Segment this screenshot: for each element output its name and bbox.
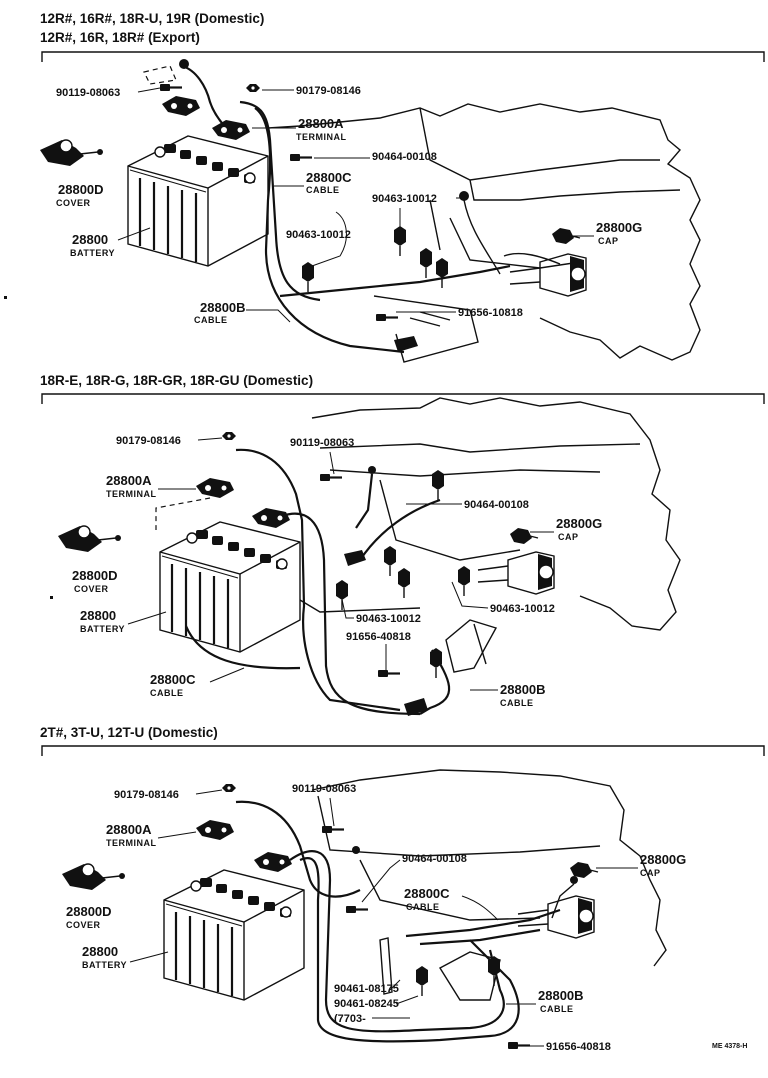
label-cap-s3: CAP xyxy=(640,868,661,878)
battery-cover-1 xyxy=(39,139,104,167)
label-cable-c-s2: CABLE xyxy=(150,688,184,698)
engine-block-2 xyxy=(311,397,681,631)
label-terminal-s2: TERMINAL xyxy=(106,489,157,499)
callout-28800B-s3: 28800B xyxy=(538,988,584,1003)
callout-28800D-s3: 28800D xyxy=(66,904,112,919)
callout-90119-08063: 90119-08063 xyxy=(56,87,120,99)
label-cover-s2: COVER xyxy=(74,584,109,594)
battery-cover-2 xyxy=(57,525,122,553)
section-3-header: 2T#, 3T-U, 12T-U (Domestic) xyxy=(40,725,218,740)
callout-28800B: 28800B xyxy=(200,300,246,315)
label-cable-c-s3: CABLE xyxy=(406,902,440,912)
battery-3 xyxy=(162,868,306,1002)
battery-2 xyxy=(158,520,302,654)
label-cable-b-s2: CABLE xyxy=(500,698,534,708)
callout-90463-10012-s2a: 90463-10012 xyxy=(356,613,421,625)
label-cover: COVER xyxy=(56,198,91,208)
callout-28800-s2: 28800 xyxy=(80,608,116,623)
label-cap: CAP xyxy=(598,236,619,246)
callout-28800D: 28800D xyxy=(58,182,104,197)
callout-7703-range: (7703- xyxy=(334,1013,366,1025)
callout-90461-08175: 90461-08175 xyxy=(334,983,399,995)
callout-91656-40818-s2: 91656-40818 xyxy=(346,631,411,643)
callout-90119-08063-s2: 90119-08063 xyxy=(290,437,354,449)
label-terminal: TERMINAL xyxy=(296,132,347,142)
label-cap-s2: CAP xyxy=(558,532,579,542)
figure-code: ME 4378-H xyxy=(712,1043,747,1050)
callout-28800A: 28800A xyxy=(298,116,344,131)
callout-28800-s3: 28800 xyxy=(82,944,118,959)
callout-90463-10012-b: 90463-10012 xyxy=(286,229,351,241)
callout-28800G-s2: 28800G xyxy=(556,516,602,531)
callout-90464-00108-s3: 90464-00108 xyxy=(402,853,467,865)
label-cover-s3: COVER xyxy=(66,920,101,930)
callout-28800A-s3: 28800A xyxy=(106,822,152,837)
callout-28800B-s2: 28800B xyxy=(500,682,546,697)
callout-91656-40818-s3: 91656-40818 xyxy=(546,1041,611,1053)
section-2-bracket xyxy=(41,393,765,404)
section-1: 12R#, 16R#, 18R-U, 19R (Domestic) 12R#, … xyxy=(39,11,765,363)
callout-28800G: 28800G xyxy=(596,220,642,235)
engine-block-3 xyxy=(311,769,667,967)
battery-1 xyxy=(126,134,270,268)
callout-90179-08146-s2: 90179-08146 xyxy=(116,435,181,447)
section-2-header: 18R-E, 18R-G, 18R-GR, 18R-GU (Domestic) xyxy=(40,373,313,388)
callout-28800: 28800 xyxy=(72,232,108,247)
label-cable-b-s3: CABLE xyxy=(540,1004,574,1014)
callout-90463-10012-a: 90463-10012 xyxy=(372,193,437,205)
callout-90119-08063-s3: 90119-08063 xyxy=(292,783,356,795)
section-1-bracket xyxy=(41,51,765,62)
callout-28800C: 28800C xyxy=(306,170,352,185)
engine-block-1 xyxy=(267,103,701,361)
callout-28800C-s3: 28800C xyxy=(404,886,450,901)
callout-90464-00108-s2: 90464-00108 xyxy=(464,499,529,511)
section-3-bracket xyxy=(41,745,765,756)
callout-28800G-s3: 28800G xyxy=(640,852,686,867)
section-3: 2T#, 3T-U, 12T-U (Domestic) 90179-08146 … xyxy=(40,725,765,1053)
callout-90464-00108: 90464-00108 xyxy=(372,151,437,163)
label-cable-b: CABLE xyxy=(194,315,228,325)
section-1-header-line-1: 12R#, 16R#, 18R-U, 19R (Domestic) xyxy=(40,11,264,26)
section-2: 18R-E, 18R-G, 18R-GR, 18R-GU (Domestic) xyxy=(40,373,765,716)
battery-cover-3 xyxy=(61,863,126,891)
label-terminal-s3: TERMINAL xyxy=(106,838,157,848)
label-battery-s2: BATTERY xyxy=(80,624,125,634)
label-battery-s3: BATTERY xyxy=(82,960,127,970)
callout-28800C-s2: 28800C xyxy=(150,672,196,687)
section-1-header-line-2: 12R#, 16R, 18R# (Export) xyxy=(40,30,200,45)
callout-28800D-s2: 28800D xyxy=(72,568,118,583)
label-battery: BATTERY xyxy=(70,248,115,258)
callout-28800A-s2: 28800A xyxy=(106,473,152,488)
callout-90179-08146-s3: 90179-08146 xyxy=(114,789,179,801)
callout-90461-08245: 90461-08245 xyxy=(334,998,399,1010)
callout-90463-10012-s2b: 90463-10012 xyxy=(490,603,555,615)
callout-90179-08146: 90179-08146 xyxy=(296,85,361,97)
label-cable: CABLE xyxy=(306,185,340,195)
callout-91656-10818: 91656-10818 xyxy=(458,307,523,319)
